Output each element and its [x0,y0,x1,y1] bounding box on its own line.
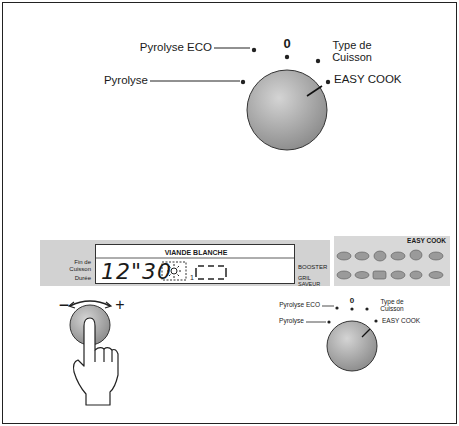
display-screen: VIANDE BLANCHE 12"30 1 [95,244,295,284]
node-text: 1 [190,274,194,281]
node-heading: VIANDE BLANCHE [165,249,228,256]
label: Durée [75,275,91,282]
label: − [59,296,70,316]
node-heading: EASY COOK [407,238,446,245]
label: Pyrolyse ECO [140,41,212,54]
frame [3,3,457,424]
label: 0 [350,297,354,306]
label: Pyrolyse [104,74,148,87]
food-icons [337,250,443,279]
label: Pyrolyse [279,317,304,324]
screen-rule [96,258,294,259]
display-screen-ground [95,244,295,284]
label: EASY COOK [382,317,420,324]
node-text: 12"30 [101,261,172,283]
label: 0 [283,37,290,51]
label: + [115,296,124,314]
display-band [40,240,330,286]
label: BOOSTER [298,264,327,271]
dashes [196,266,226,279]
small-selector-knob [306,306,378,371]
label: EASY COOK [334,73,402,86]
hand [74,318,119,405]
selector-knob [150,48,330,150]
label: Fin de Cuisson [61,259,91,272]
easy-cook-panel: EASY COOK [334,236,450,286]
label: GRIL SAVEUR [298,275,328,287]
label: Type de Cuisson [375,298,409,312]
label: Pyrolyse ECO [279,301,320,308]
label: Type de Cuisson [324,39,380,63]
easy-cook-panel-ground [334,236,450,286]
